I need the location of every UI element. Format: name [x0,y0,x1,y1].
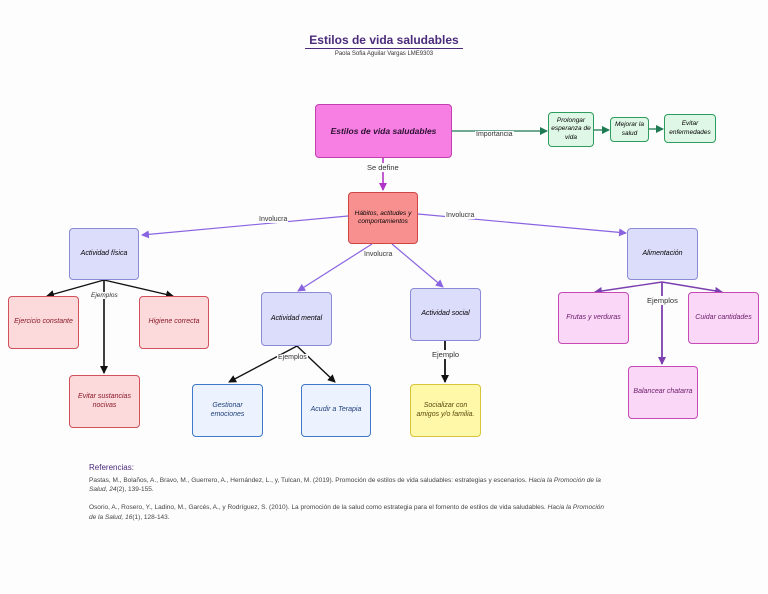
node-actividad-fisica: Actividad física [69,228,139,280]
node-actividad-mental: Actividad mental [261,292,332,346]
label-involucra-right: Involucra [445,212,476,219]
edge-fisica-ejercicio [46,279,105,298]
node-balancear-chatarra: Balancear chatarra [628,366,698,419]
label-ejemplos-mental: Ejemplos [277,354,308,361]
edge-alim-cantidades [661,281,723,295]
node-evitar-enfermedades: Evitar enfermedades [664,114,716,143]
label-involucra-left: Involucra [258,216,289,223]
node-mejorar: Mejorar la salud [610,117,649,142]
node-gestionar-emociones: Gestionar emociones [192,384,263,437]
edge-habitos-mental [297,243,373,292]
label-ejemplo-social: Ejemplo [431,350,461,359]
reference-2: Osorio, A., Rosero, Y., Ladino, M., Garc… [89,504,604,521]
edge-habitos-social [391,243,444,288]
label-se-define: Se define [366,163,400,172]
edge-habitos-fisica [141,215,349,239]
edge-mental-emociones [228,345,298,383]
node-habitos: Hábitos, actitudes y comportamientos [348,192,418,244]
label-ejemplos-fisica: Ejemplos [90,292,119,299]
page-title: Estilos de vida saludables [0,33,768,49]
node-actividad-social: Actividad social [410,288,481,341]
edge-mental-terapia [296,345,336,383]
references-heading: Referencias: [89,463,134,472]
edge-alim-frutas [594,281,663,295]
edge-fisica-higiene [103,279,174,299]
node-socializar: Socializar con amigos y/o familia. [410,384,481,437]
label-importancia: Importancia [475,131,514,138]
node-evitar-sustancias: Evitar sustancias nocivas [69,375,140,428]
node-acudir-terapia: Acudir a Terapia [301,384,371,437]
author-line: Paola Sofia Aguilar Vargas LME9303 [334,51,434,57]
references-section: Referencias: Pastas, M., Bolaños, A., Br… [89,462,609,531]
node-cuidar-cantidades: Cuidar cantidades [688,292,759,344]
node-prolongar: Prolongar esperanza de vida [548,112,594,147]
label-involucra-mid: Involucra [363,251,394,258]
node-higiene: Higiene correcta [139,296,209,349]
reference-1: Pastas, M., Bolaños, A., Bravo, M., Guer… [89,476,601,494]
node-frutas-verduras: Frutas y verduras [558,292,629,344]
node-alimentacion: Alimentación [627,228,698,280]
node-estilos-de-vida: Estilos de vida saludables [315,104,452,158]
node-ejercicio: Ejercicio constante [8,296,79,349]
label-ejemplos-alim: Ejemplos [646,296,679,305]
